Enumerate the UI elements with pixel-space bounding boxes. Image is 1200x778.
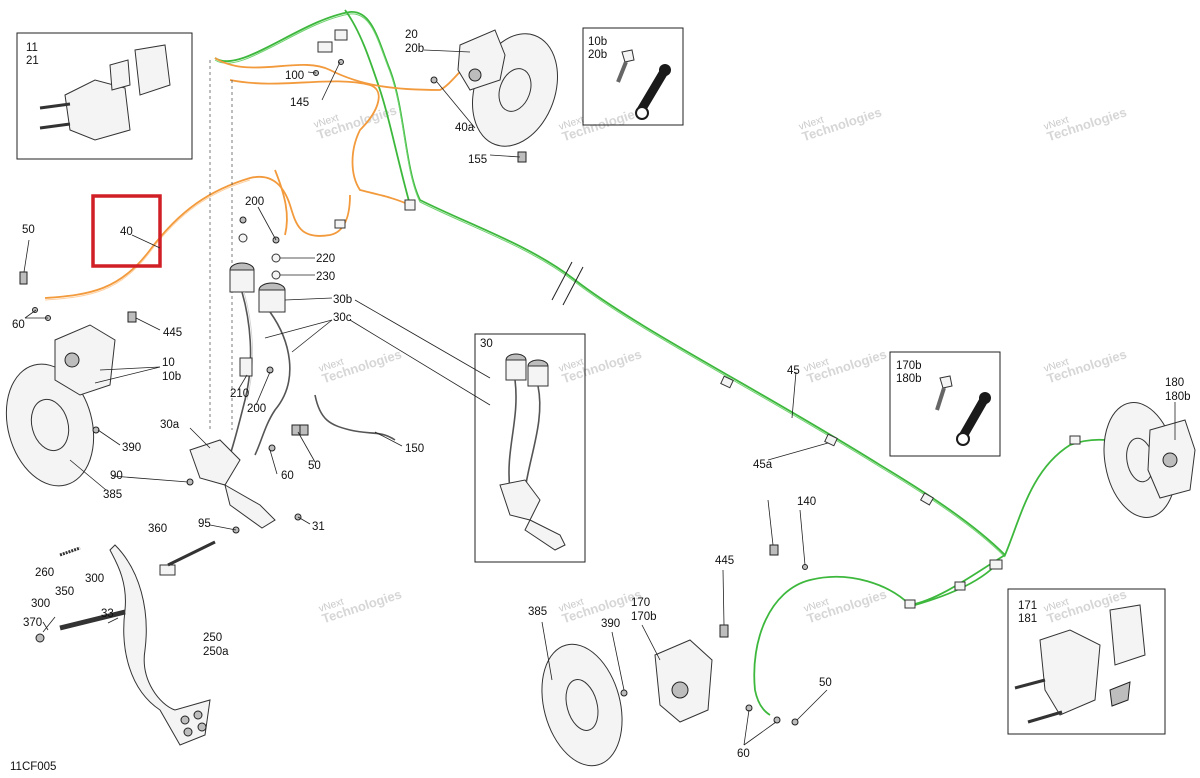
callout-label: 60 [737, 748, 750, 760]
diagram-code: 11CF005 [10, 761, 56, 773]
front-left-disc [5, 363, 95, 487]
callout-labels: 20 20b 100 145 40a 155 50 60 200 220 230… [12, 29, 1191, 760]
callout-label: 33 [101, 608, 114, 620]
inset-bleeder-front: 10b 20b [582, 27, 684, 126]
line-break-marks [551, 261, 584, 306]
callout-label: 390 [601, 618, 620, 630]
callout-label: 250 [203, 632, 222, 644]
inset-label: 181 [1018, 613, 1037, 625]
inset-label: 10b [588, 36, 607, 48]
highlight-callout-40[interactable]: 40 [91, 194, 162, 268]
callout-label: 200 [245, 196, 264, 208]
callout-label: 385 [103, 489, 122, 501]
callout-label: 300 [31, 598, 50, 610]
callout-label: 10 [162, 357, 175, 369]
callout-label: 150 [405, 443, 424, 455]
callout-label: 300 [85, 573, 104, 585]
callout-label: 210 [230, 388, 249, 400]
inset-pads-front: 11 21 [16, 32, 193, 160]
callout-label: 40 [120, 226, 133, 238]
callout-label: 45a [753, 459, 773, 471]
leader-lines [23, 49, 1176, 746]
inset-label: 30 [480, 338, 493, 350]
callout-label: 45 [787, 365, 800, 377]
callout-label: 250a [203, 646, 229, 658]
rear-brake-line-branch [753, 554, 1006, 716]
callout-label: 90 [110, 470, 123, 482]
callout-label: 200 [247, 403, 266, 415]
inset-bleeder-rear: 170b 180b [889, 351, 1001, 457]
callout-label: 50 [22, 224, 35, 236]
inset-label: 180b [896, 373, 922, 385]
front-brake-line [214, 57, 471, 91]
callout-label: 10b [162, 371, 181, 383]
callout-label: 180 [1165, 377, 1184, 389]
callout-label: 30b [333, 294, 352, 306]
inset-label: 20b [588, 49, 607, 61]
rear-brake-line [214, 11, 1181, 557]
master-cylinder-assembly [189, 60, 396, 529]
callout-label: 385 [528, 606, 547, 618]
inset-label: 171 [1018, 600, 1037, 612]
callout-label: 445 [163, 327, 182, 339]
rear-left-disc [541, 643, 623, 767]
callout-label: 20b [405, 43, 424, 55]
callout-label: 30a [160, 419, 180, 431]
callout-label: 31 [312, 521, 325, 533]
callout-label: 50 [819, 677, 832, 689]
brake-pedal [35, 540, 216, 746]
callout-label: 445 [715, 555, 734, 567]
callout-label: 100 [285, 70, 304, 82]
front-right-caliper [457, 29, 506, 91]
inset-pads-rear: 171 181 [1007, 588, 1166, 735]
callout-label: 145 [290, 97, 309, 109]
callout-label: 40a [455, 122, 475, 134]
callout-label: 170 [631, 597, 650, 609]
callout-label: 390 [122, 442, 141, 454]
callout-label: 230 [316, 271, 335, 283]
inset-label: 21 [26, 55, 39, 67]
inset-label: 170b [896, 360, 922, 372]
callout-label: 220 [316, 253, 335, 265]
callout-label: 260 [35, 567, 54, 579]
front-left-caliper [54, 324, 116, 396]
callout-label: 350 [55, 586, 74, 598]
inset-reservoir: 30 [474, 333, 586, 563]
callout-label: 360 [148, 523, 167, 535]
callout-label: 60 [12, 319, 25, 331]
rear-left-caliper [654, 639, 713, 723]
callout-label: 30c [333, 312, 352, 324]
callout-label: 180b [1165, 391, 1191, 403]
callout-label: 60 [281, 470, 294, 482]
brake-lines [44, 9, 1181, 716]
rear-right-caliper [1147, 419, 1196, 499]
callout-label: 155 [468, 154, 487, 166]
callout-label: 170b [631, 611, 657, 623]
front-left-brake-line [44, 175, 351, 299]
callout-label: 50 [308, 460, 321, 472]
inset-label: 11 [26, 42, 38, 54]
highlight-box [91, 194, 162, 268]
callout-label: 95 [198, 518, 211, 530]
callout-label: 20 [405, 29, 418, 41]
callout-label: 140 [797, 496, 816, 508]
callout-label: 370 [23, 617, 42, 629]
